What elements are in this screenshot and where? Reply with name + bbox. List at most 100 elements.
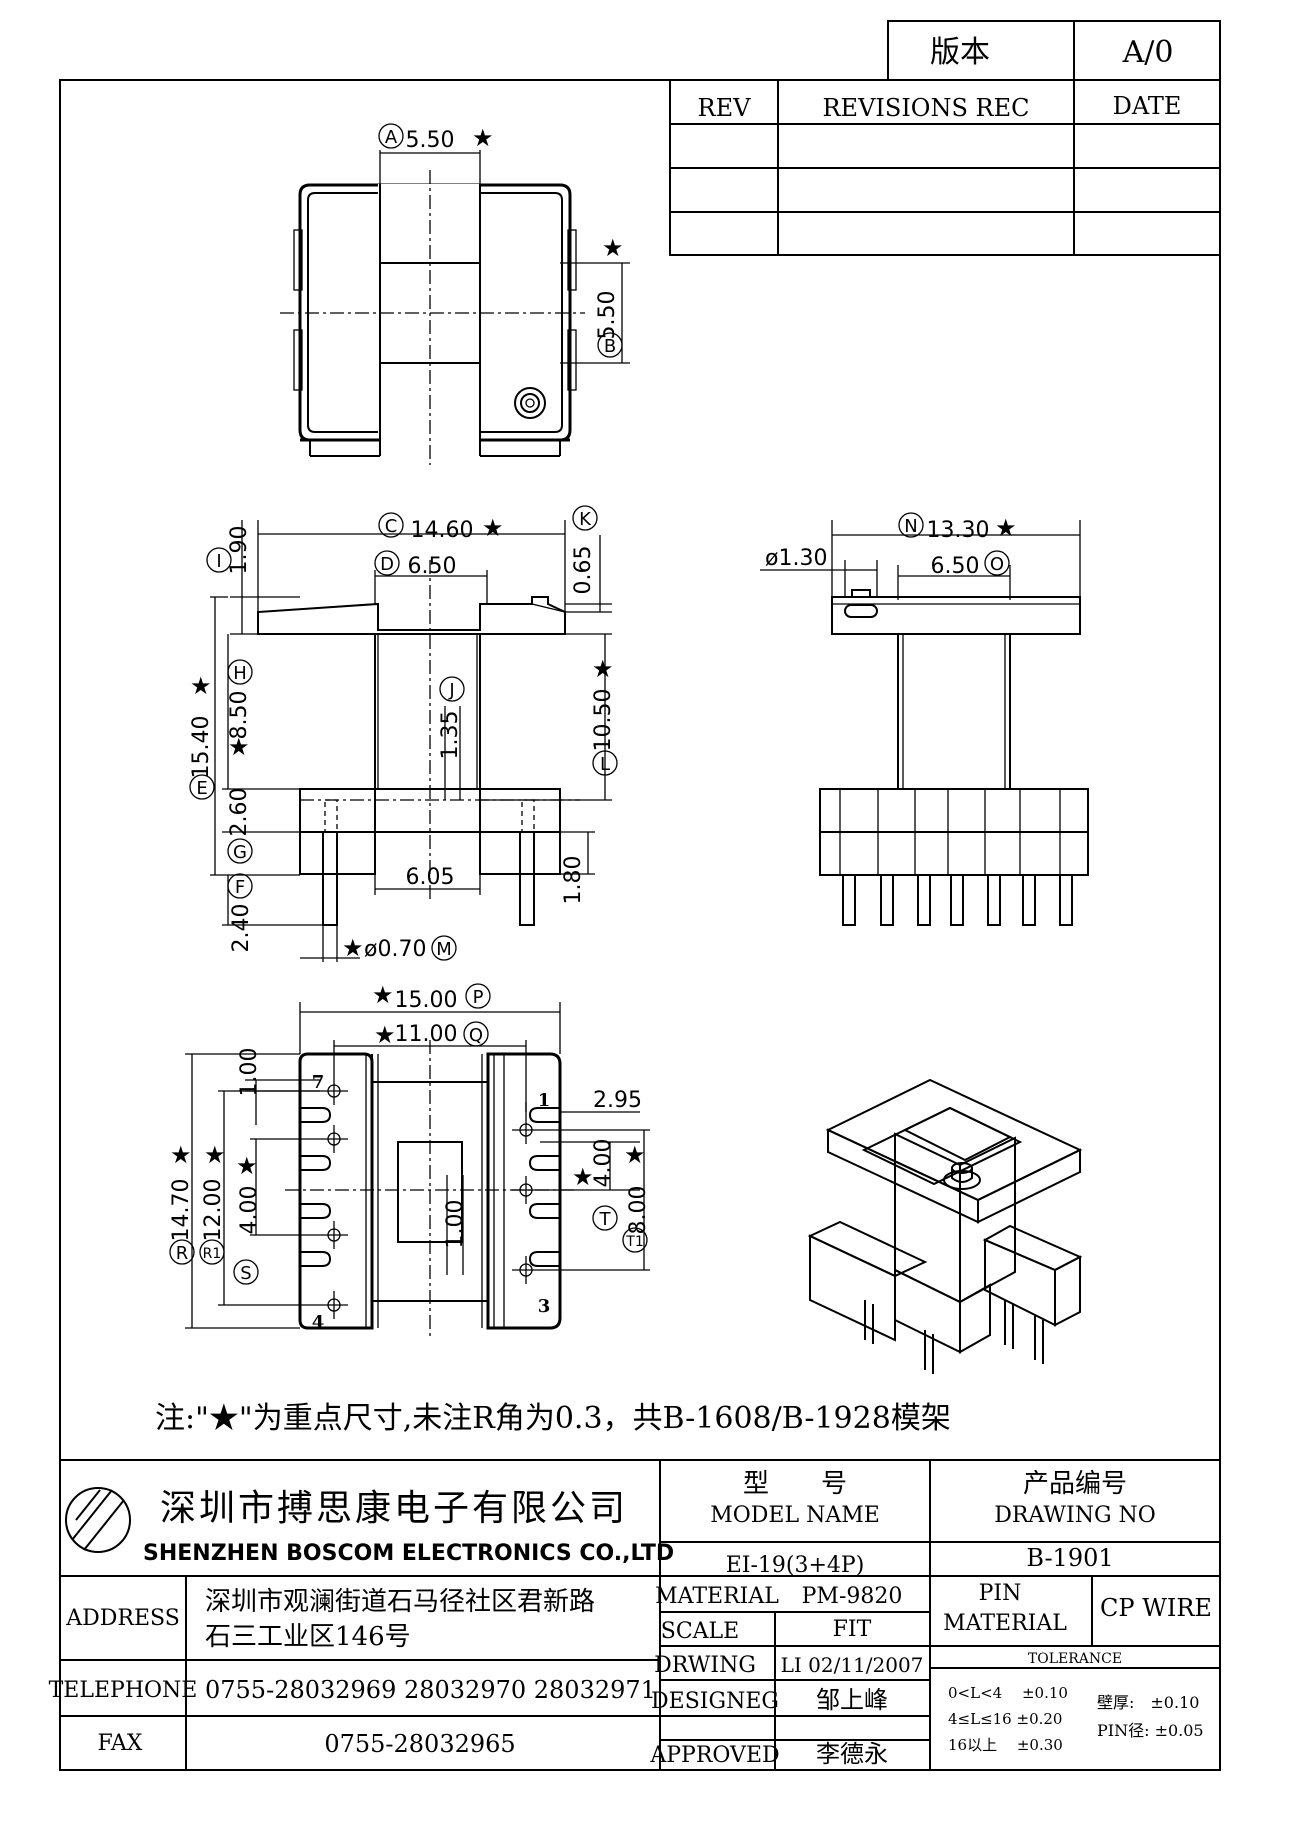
approved-label: APPROVED [649,1743,779,1768]
label-f: F [235,877,245,898]
version-value: A/0 [1122,35,1174,70]
label-t1: T1 [625,1234,643,1250]
telephone-value: 0755-28032969 28032970 28032971 [205,1676,656,1704]
side-view: N 13.30 ★ 6.50 O ø1.30 [760,512,1089,926]
tolerance-1: 0<L<4 ±0.10 [948,1684,1068,1702]
label-r1: R1 [203,1246,222,1262]
label-k: K [579,509,592,530]
dim-f: 2.40 [229,904,254,953]
company-name-en: SHENZHEN BOSCOM ELECTRONICS CO.,LTD [143,1541,674,1566]
dim-10-50: 10.50 [591,689,616,752]
designeg-value: 邹上峰 [816,1686,888,1714]
label-h: H [233,663,247,684]
label-p: P [473,987,484,1008]
dim-1-00-top: 1.00 [237,1048,262,1097]
pin-3: 3 [538,1296,551,1317]
company-name-cn: 深圳市搏思康电子有限公司 [160,1488,628,1529]
scale-label: SCALE [661,1619,739,1644]
scale-value: FIT [833,1617,872,1642]
address-label: ADDRESS [65,1606,180,1631]
version-box: 版本 A/0 [887,20,1221,81]
dim-n: 13.30 [927,518,990,543]
tolerance-2: 4≤L≤16 ±0.20 [948,1710,1062,1728]
dim-4-00-left: 4.00 [237,1186,262,1235]
dim-pin: ø1.30 [765,546,827,571]
star-q: ★ [374,1021,396,1049]
dim-h: 8.50 [227,691,252,740]
label-b: B [604,336,616,357]
label-c: C [385,516,398,537]
dim-q: 11.00 [395,1022,458,1047]
address-line1: 深圳市观澜街道石马径社区君新路 [205,1587,595,1617]
telephone-label: TELEPHONE [49,1678,198,1703]
date-header: DATE [1113,92,1182,120]
pin-1: 1 [538,1090,551,1111]
star-p: ★ [372,981,394,1009]
approved-value: 李德永 [816,1740,888,1768]
material-value: PM-9820 [802,1584,903,1609]
model-cn: 型 号 [743,1469,847,1499]
dim-g: 2.60 [227,788,252,837]
label-i: I [216,551,221,572]
dim-4-00-right: 4.00 [591,1139,616,1188]
star-c: ★ [482,514,504,542]
drawing-cn: 产品编号 [1023,1469,1127,1499]
dim-2-95: 2.95 [593,1088,642,1113]
label-n: N [904,516,917,537]
dim-e: 15.40 [189,716,214,779]
star-e: ★ [190,672,212,700]
model-value: EI-19(3+4P) [726,1553,865,1578]
dim-a: 5.50 [406,128,455,153]
dim-p: 15.00 [395,988,458,1013]
tolerance-3: 16以上 ±0.30 [948,1736,1063,1754]
front-view: C 14.60 ★ D 6.50 K 0.65 I 1.90 H 8.50 ★ … [189,505,618,962]
revisions-table: REV REVISIONS REC DATE [669,79,1221,256]
star-r1: ★ [204,1141,226,1169]
top-view: A 5.50 ★ ★ 5.50 B [280,123,630,465]
pin-4: 4 [312,1312,325,1333]
company-logo [65,1487,131,1553]
title-block: 深圳市搏思康电子有限公司 SHENZHEN BOSCOM ELECTRONICS… [49,1459,1220,1770]
dim-14-70: 14.70 [169,1179,194,1242]
label-m: M [436,939,452,960]
star-t1: ★ [624,1141,646,1169]
pin-material-label-2: MATERIAL [943,1611,1067,1636]
pin-material-value: CP WIRE [1100,1594,1212,1622]
drawing-value: B-1901 [1026,1544,1113,1572]
address-line2: 石三工业区146号 [205,1622,411,1652]
label-j: J [448,680,454,701]
model-en: MODEL NAME [710,1503,880,1528]
designeg-label: DESIGNEG [651,1689,779,1714]
rev-header: REV [698,94,752,122]
label-d: D [380,554,394,575]
label-g: G [233,842,247,863]
star-b: ★ [602,234,624,262]
label-r: R [176,1243,189,1264]
dim-1-80: 1.80 [561,856,586,905]
label-l: L [600,754,610,775]
star-m: ★ [342,934,364,962]
drwing-value: LI 02/11/2007 [781,1653,924,1677]
star-r: ★ [170,1141,192,1169]
dim-b: 5.50 [595,291,620,340]
dim-12-00: 12.00 [201,1179,226,1242]
dim-k: 0.65 [571,546,596,595]
material-label: MATERIAL [655,1584,779,1609]
drawing-en: DRAWING NO [994,1503,1156,1528]
fax-label: FAX [98,1731,143,1756]
star-t: ★ [572,1163,594,1191]
dim-d: 6.50 [408,554,457,579]
star-h: ★ [228,733,250,761]
star-l: ★ [592,655,614,683]
star-s: ★ [236,1152,258,1180]
dim-c: 14.60 [411,518,474,543]
label-s: S [240,1263,251,1284]
label-q: Q [469,1025,483,1046]
drwing-label: DRWING [654,1653,756,1678]
dim-i: 1.90 [227,526,252,575]
dim-m: ø0.70 [364,937,426,962]
pin-7: 7 [312,1072,325,1093]
sheet-border [59,79,1221,1771]
label-a: A [385,127,398,148]
